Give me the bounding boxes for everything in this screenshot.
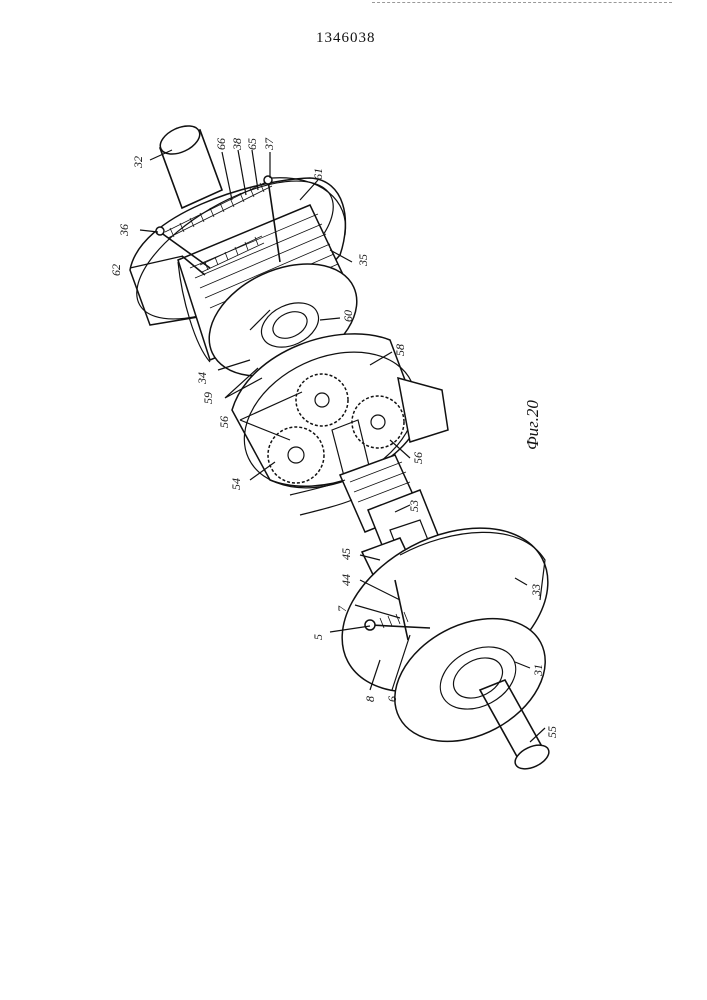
label-7: 7 — [335, 605, 349, 612]
label-62: 62 — [109, 264, 123, 276]
label-58: 58 — [393, 344, 407, 356]
label-37: 37 — [262, 137, 276, 151]
label-53: 53 — [407, 500, 421, 512]
label-65: 65 — [245, 138, 259, 150]
label-31: 31 — [531, 664, 545, 677]
label-54: 54 — [229, 478, 243, 490]
gear-56-upper — [296, 374, 348, 426]
label-45: 45 — [339, 548, 353, 560]
label-35: 35 — [356, 254, 370, 267]
label-38: 38 — [230, 138, 244, 151]
label-6: 6 — [385, 696, 399, 702]
label-34: 34 — [195, 372, 209, 385]
figure-caption: Фиг.20 — [523, 400, 542, 450]
label-61: 61 — [311, 168, 325, 180]
upper-shaft — [156, 120, 222, 208]
label-33: 33 — [529, 584, 543, 597]
label-60: 60 — [341, 310, 355, 322]
label-44: 44 — [339, 574, 353, 586]
label-56-right: 56 — [411, 452, 425, 464]
gear-56-right — [352, 396, 404, 448]
label-36: 36 — [117, 224, 131, 237]
gear-54 — [268, 427, 324, 483]
label-8: 8 — [363, 696, 377, 702]
label-59: 59 — [201, 392, 215, 404]
label-55: 55 — [545, 726, 559, 738]
label-32: 32 — [131, 156, 145, 169]
label-5: 5 — [311, 634, 325, 640]
label-56-left: 56 — [217, 416, 231, 428]
label-66: 66 — [214, 138, 228, 150]
